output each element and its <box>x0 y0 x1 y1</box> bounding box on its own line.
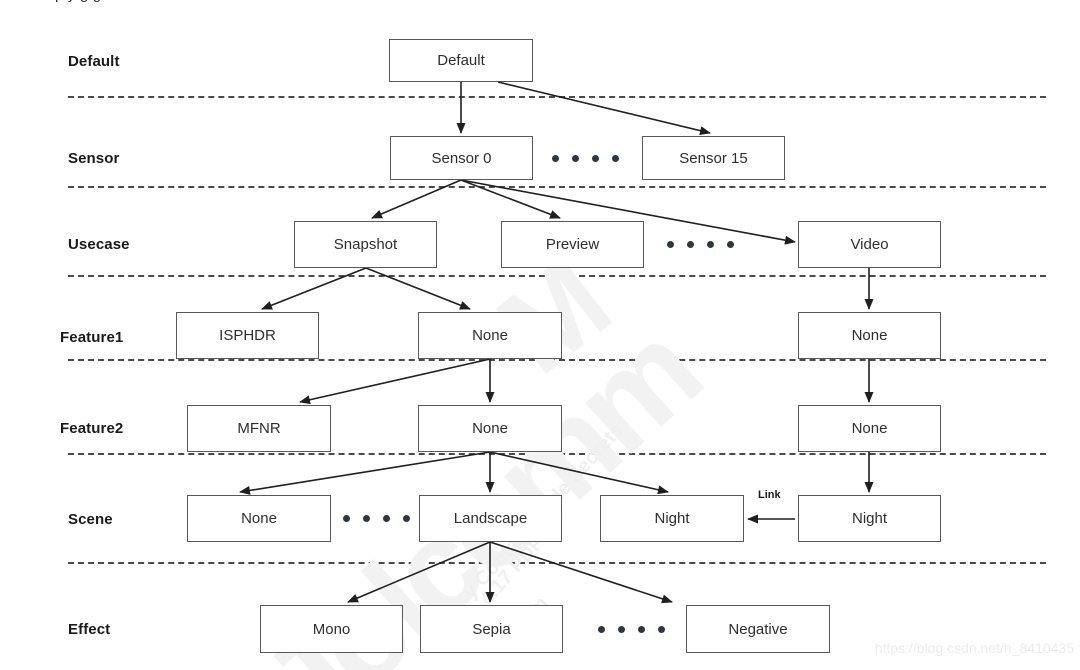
node-preview[interactable]: Preview <box>501 221 644 268</box>
ellipsis-dot <box>658 626 665 633</box>
usecase-ellipsis <box>667 241 734 248</box>
node-feature1-none-r[interactable]: None <box>798 312 941 359</box>
node-label: Sensor 0 <box>431 149 492 167</box>
ellipsis-dot <box>363 515 370 522</box>
sensor-ellipsis <box>552 155 619 162</box>
node-label: None <box>851 327 888 344</box>
node-label: Snapshot <box>333 236 398 253</box>
node-label: None <box>472 420 508 437</box>
node-sepia[interactable]: Sepia <box>420 605 563 653</box>
node-label: Night <box>654 510 690 527</box>
ellipsis-dot <box>598 626 605 633</box>
node-label: None <box>241 510 277 527</box>
node-feature1-none[interactable]: None <box>418 312 562 359</box>
row-separator-2 <box>68 275 1046 277</box>
ellipsis-dot <box>403 515 410 522</box>
link-edge-label: Link <box>758 489 781 501</box>
row-label-usecase: Usecase <box>68 236 130 253</box>
row-separator-0 <box>68 96 1046 98</box>
node-landscape[interactable]: Landscape <box>419 495 562 542</box>
ellipsis-dot <box>727 241 734 248</box>
node-night-right[interactable]: Night <box>798 495 941 542</box>
ellipsis-dot <box>687 241 694 248</box>
node-mono[interactable]: Mono <box>260 605 403 653</box>
ellipsis-dot <box>638 626 645 633</box>
node-sensor15[interactable]: Sensor 15 <box>642 136 785 180</box>
node-isphdr[interactable]: ISPHDR <box>176 312 319 359</box>
node-night-left[interactable]: Night <box>600 495 744 542</box>
ellipsis-dot <box>707 241 714 248</box>
node-scene-none[interactable]: None <box>187 495 331 542</box>
node-label: MFNR <box>237 420 281 437</box>
node-label: Negative <box>728 620 788 638</box>
source-url-watermark: https://blog.csdn.net/h_8410435 <box>874 640 1074 656</box>
node-label: Mono <box>312 620 351 638</box>
ellipsis-dot <box>552 155 559 162</box>
ellipsis-dot <box>592 155 599 162</box>
ellipsis-dot <box>667 241 674 248</box>
node-feature2-none-r[interactable]: None <box>798 405 941 452</box>
ellipsis-dot <box>618 626 625 633</box>
row-label-feature2: Feature2 <box>60 420 124 437</box>
node-negative[interactable]: Negative <box>686 605 830 653</box>
node-label: Landscape <box>453 510 528 527</box>
clipped-header-text: p y g g <box>55 0 101 3</box>
ellipsis-dot <box>343 515 350 522</box>
ellipsis-dot <box>612 155 619 162</box>
node-video[interactable]: Video <box>798 221 941 268</box>
node-label: Night <box>851 510 888 527</box>
node-sensor0[interactable]: Sensor 0 <box>390 136 533 180</box>
node-label: Default <box>437 52 485 69</box>
node-label: None <box>472 327 508 344</box>
row-separator-1 <box>68 186 1046 188</box>
node-feature2-none[interactable]: None <box>418 405 562 452</box>
ellipsis-dot <box>572 155 579 162</box>
row-label-default: Default <box>68 53 120 70</box>
row-label-sensor: Sensor <box>68 150 120 167</box>
node-label: Preview <box>545 236 600 253</box>
node-label: ISPHDR <box>219 327 276 344</box>
row-label-effect: Effect <box>68 621 111 638</box>
node-snapshot[interactable]: Snapshot <box>294 221 437 268</box>
node-label: Sensor 15 <box>679 149 748 167</box>
node-label: Sepia <box>472 620 511 638</box>
effect-ellipsis <box>598 626 665 633</box>
ellipsis-dot <box>383 515 390 522</box>
node-default[interactable]: Default <box>389 39 533 82</box>
node-label: None <box>851 420 888 437</box>
row-separator-5 <box>68 562 1046 564</box>
node-mfnr[interactable]: MFNR <box>187 405 331 452</box>
node-label: Video <box>850 236 889 253</box>
row-label-scene: Scene <box>68 511 113 528</box>
row-separator-3 <box>68 359 1046 361</box>
scene-ellipsis <box>343 515 410 522</box>
row-label-feature1: Feature1 <box>60 329 124 346</box>
